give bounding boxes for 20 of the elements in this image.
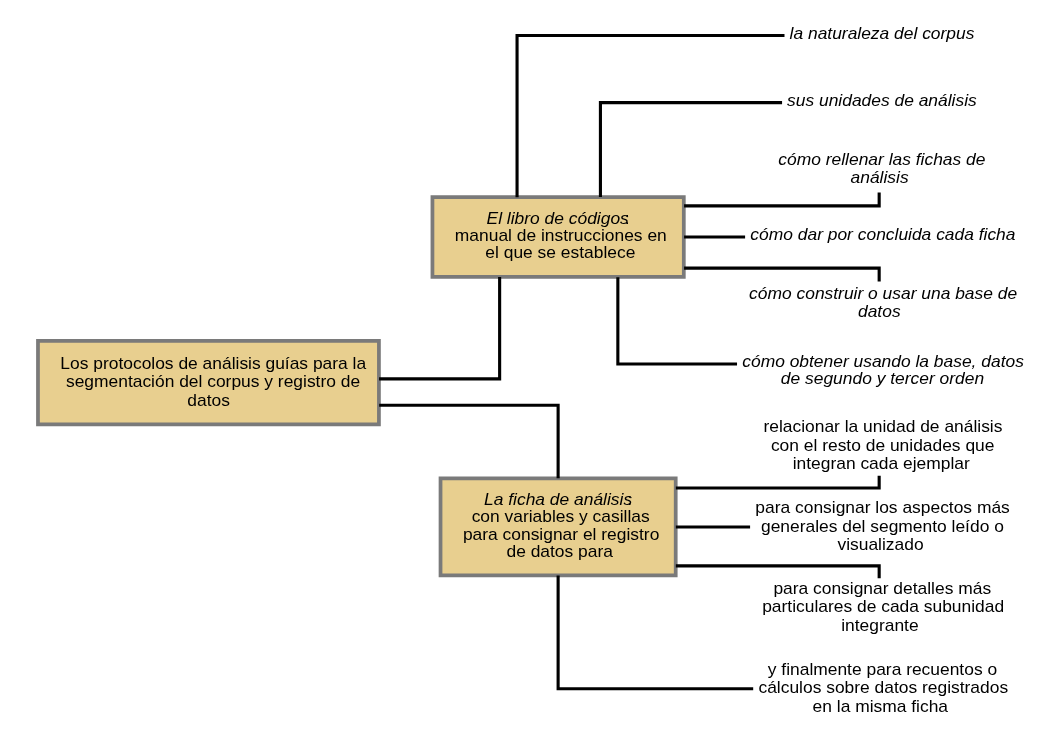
connector (515, 33, 785, 198)
node-text: para consignar los aspectos más generales del segmento leído o visualizado (755, 496, 1010, 555)
node-text: cómo dar por concluida cada ficha (750, 224, 1016, 245)
connector (616, 277, 738, 366)
node-text: relacionar la unidad de análisis con el resto de unidades que integran cada ejemplar (763, 416, 1003, 474)
connector (556, 575, 754, 691)
node-box: Los protocolos de análisis guías para la segmentación del corpus y registro de datos (36, 339, 381, 427)
node-text: cómo construir o usar una base de datos (749, 283, 1018, 321)
connector (598, 101, 783, 198)
node-text: cómo obtener usando la base, datos de segundo y tercer orden (742, 350, 1024, 389)
node-box: El libro de códigos: manual de instrucciones en el que se establece (430, 195, 686, 279)
node-text: para consignar detalles más particulares de cada subunidad integrante (762, 577, 1005, 636)
node-text: sus unidades de análisis (787, 89, 977, 110)
connector (675, 525, 751, 529)
node-text: y finalmente para recuentos o cálculos sobre datos registrados en la misma ficha (758, 658, 1009, 716)
node-text: cómo rellenar las fichas de análisis (778, 149, 986, 187)
connector (379, 403, 560, 479)
connector (379, 276, 502, 381)
connector (684, 235, 746, 239)
node-text: la naturaleza del corpus (789, 22, 975, 43)
